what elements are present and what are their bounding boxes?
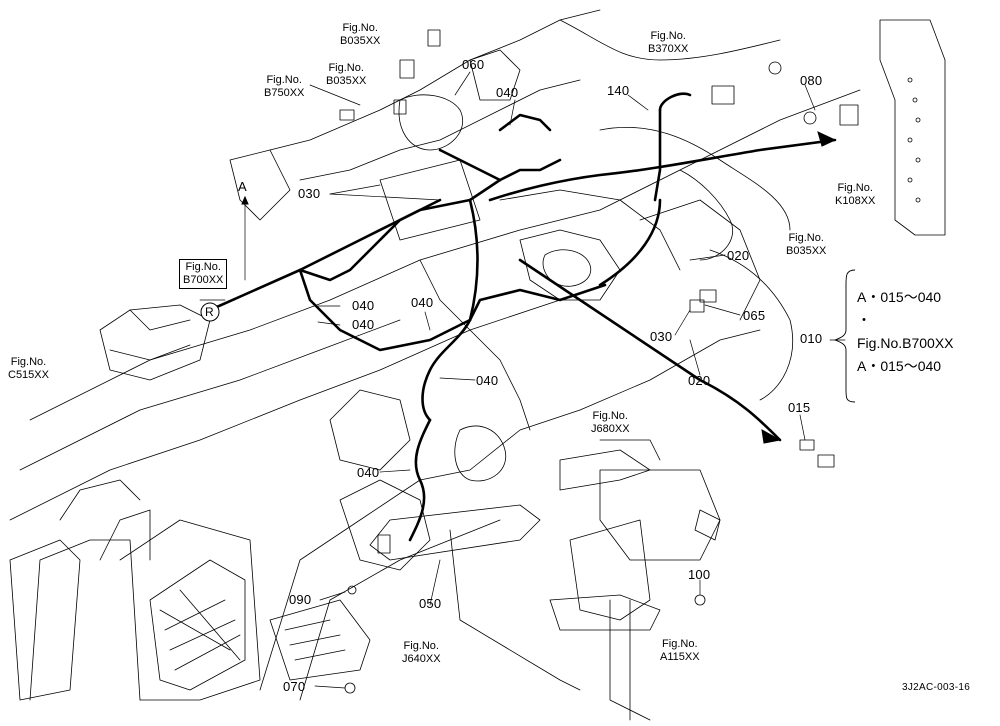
lower-bracket-assembly <box>269 439 721 721</box>
fig-ref-label: Fig.No. <box>662 638 698 650</box>
fig-ref-code: B370XX <box>648 43 689 55</box>
r-marker-circle <box>200 302 220 322</box>
legend-line-2: ・ <box>857 312 871 328</box>
fig-ref-code: J680XX <box>591 423 630 435</box>
drawing-code: 3J2AC-003-16 <box>902 682 971 693</box>
legend-bracket <box>833 269 856 403</box>
fig-ref-b750: Fig.No. B750XX <box>264 74 304 100</box>
part-label-080: 080 <box>800 73 823 88</box>
r-marker: R <box>205 305 214 319</box>
fig-ref-label: Fig.No. <box>592 410 628 422</box>
fig-ref-label: Fig.No. <box>266 74 302 86</box>
legend-line-4: A・015～040 <box>857 358 942 374</box>
part-label-040-b: 040 <box>352 317 375 332</box>
fig-ref-b035-top: Fig.No. B035XX <box>340 22 380 48</box>
fig-ref-code: K108XX <box>835 195 876 207</box>
part-label-060: 060 <box>462 57 485 72</box>
part-label-030-left: 030 <box>298 186 321 201</box>
wiring-harness <box>208 92 837 542</box>
fig-ref-code: B700XX <box>183 274 224 286</box>
fig-ref-c515: Fig.No. C515XX <box>8 356 49 382</box>
connectors <box>339 29 859 694</box>
fig-ref-label: Fig.No. <box>650 30 686 42</box>
part-label-070: 070 <box>283 679 306 694</box>
part-label-020-right: 020 <box>727 248 750 263</box>
leader-lines <box>199 71 846 689</box>
fig-ref-code: A115XX <box>660 651 700 663</box>
fig-ref-b035-right: Fig.No. B035XX <box>786 232 826 258</box>
part-label-065: 065 <box>743 308 766 323</box>
part-label-090: 090 <box>289 592 312 607</box>
part-label-040-a: 040 <box>352 298 375 313</box>
legend: A・015～040 ・ Fig.No.B700XX A・015～040 <box>857 286 954 378</box>
part-label-010: 010 <box>800 331 823 346</box>
part-label-040-top: 040 <box>496 85 519 100</box>
part-label-015: 015 <box>788 400 811 415</box>
fig-ref-code: B035XX <box>340 35 381 47</box>
part-label-040-e: 040 <box>357 465 380 480</box>
fig-ref-code: C515XX <box>8 369 49 381</box>
fig-ref-k108: Fig.No. K108XX <box>835 182 875 208</box>
section-a-marker: A <box>238 179 247 194</box>
legend-line-1: A・015～040 <box>857 289 942 305</box>
part-label-040-c: 040 <box>411 295 434 310</box>
fig-ref-j640: Fig.No. J640XX <box>402 640 441 666</box>
fig-ref-b035-mid: Fig.No. B035XX <box>326 62 366 88</box>
fig-ref-b370: Fig.No. B370XX <box>648 30 688 56</box>
arrows <box>241 131 837 444</box>
fig-ref-label: Fig.No. <box>403 640 439 652</box>
fig-ref-code: J640XX <box>402 653 441 665</box>
fig-ref-label: Fig.No. <box>342 22 378 34</box>
fig-ref-code: B750XX <box>264 87 305 99</box>
part-label-140: 140 <box>607 83 630 98</box>
right-mounting-plate <box>879 19 946 236</box>
transmission-housing <box>9 9 861 701</box>
part-label-020-low: 020 <box>688 373 711 388</box>
fig-ref-b700: Fig.No. B700XX <box>179 259 228 289</box>
fig-ref-code: B035XX <box>326 75 367 87</box>
fig-ref-label: Fig.No. <box>185 261 221 273</box>
fig-ref-a115: Fig.No. A115XX <box>660 638 700 664</box>
part-label-030-mid: 030 <box>650 329 673 344</box>
fig-ref-j680: Fig.No. J680XX <box>591 410 630 436</box>
legend-line-3: Fig.No.B700XX <box>857 335 954 351</box>
fig-ref-label: Fig.No. <box>10 356 47 368</box>
part-label-040-d: 040 <box>476 373 499 388</box>
fig-ref-label: Fig.No. <box>837 182 873 194</box>
fig-ref-code: B035XX <box>786 245 827 257</box>
fig-ref-label: Fig.No. <box>328 62 364 74</box>
part-label-100: 100 <box>688 567 711 582</box>
fig-ref-label: Fig.No. <box>788 232 824 244</box>
part-label-050: 050 <box>419 596 442 611</box>
